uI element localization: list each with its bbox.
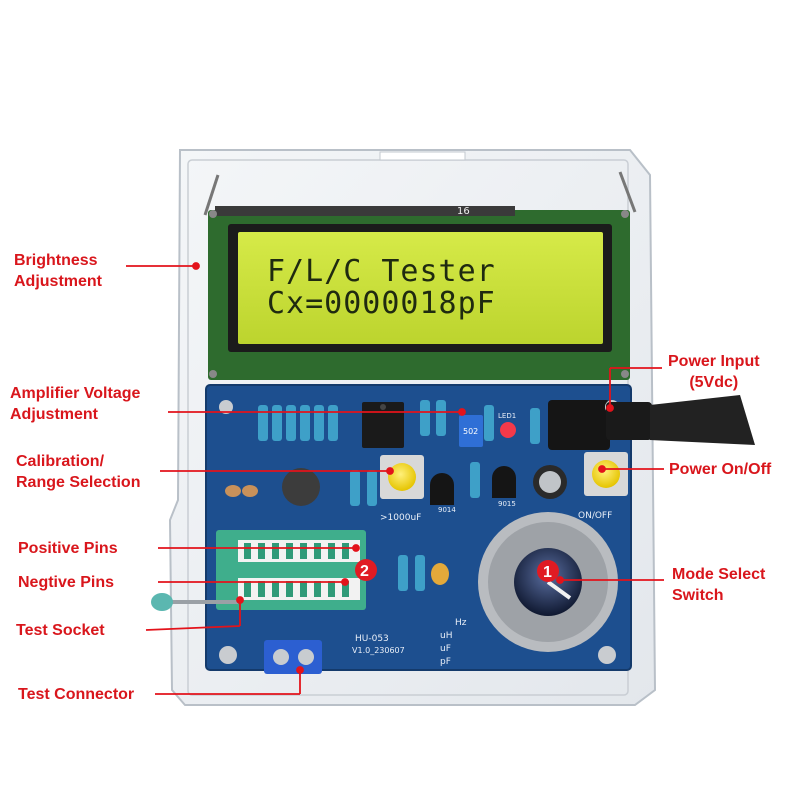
- callout-power-input: Power Input (5Vdc): [668, 351, 760, 393]
- callout-mode-line-2: Switch: [672, 587, 724, 604]
- transistor-q2-label: 9015: [498, 500, 516, 508]
- callout-calibration-line-1: Calibration/: [16, 453, 105, 470]
- marker-2: 2: [355, 559, 377, 581]
- pcb-board: 502 LED1 9014 9015 >1000uF ON/: [151, 384, 632, 674]
- callout-power-on-off: Power On/Off: [669, 461, 772, 478]
- callout-mode-line-1: Mode Select: [672, 566, 766, 583]
- power-cable: [606, 395, 755, 445]
- unit-uf: uF: [440, 644, 451, 654]
- callout-test-connector: Test Connector: [18, 686, 135, 703]
- callout-test-socket: Test Socket: [16, 622, 105, 639]
- callout-brightness-line-1: Brightness: [14, 252, 98, 269]
- callout-amplifier-line-2: Adjustment: [10, 406, 98, 423]
- callout-positive-pins: Positive Pins: [18, 540, 118, 557]
- callout-power-input-line-2: (5Vdc): [689, 374, 739, 391]
- unit-uh: uH: [440, 631, 452, 641]
- trimmer-label: 502: [463, 427, 478, 436]
- leader-lines: [126, 262, 664, 695]
- unit-pf: pF: [440, 657, 451, 667]
- board-id: HU-053: [355, 634, 389, 644]
- range-label: >1000uF: [380, 513, 421, 523]
- svg-text:1: 1: [543, 564, 552, 581]
- lcd-line-1: F/L/C Tester: [267, 254, 496, 289]
- marker-1: 1: [537, 560, 559, 582]
- callout-negative-pins: Negtive Pins: [18, 574, 115, 591]
- lcd-line-2: Cx=0000018pF: [267, 286, 496, 321]
- calibration-button: [388, 463, 416, 491]
- callout-brightness-line-2: Adjustment: [14, 273, 102, 290]
- led-label: LED1: [498, 412, 516, 420]
- callout-calibration-line-2: Range Selection: [16, 474, 141, 491]
- test-terminal-block: [264, 640, 322, 674]
- transistor-q1-label: 9014: [438, 506, 456, 514]
- board-version: V1.0_230607: [352, 646, 405, 655]
- callout-calibration-range: Calibration/ Range Selection: [16, 451, 140, 493]
- callout-mode-select-switch: Mode Select Switch: [672, 564, 765, 606]
- lcd-pin-label: 16: [457, 206, 470, 217]
- power-button: [592, 460, 620, 488]
- callout-brightness-adjustment: Brightness Adjustment: [14, 250, 102, 292]
- callout-amplifier-voltage: Amplifier Voltage Adjustment: [10, 383, 140, 425]
- callout-amplifier-line-1: Amplifier Voltage: [10, 385, 141, 402]
- onoff-label: ON/OFF: [578, 511, 612, 521]
- lcd-module: F/L/C Tester Cx=0000018pF 16: [208, 206, 630, 380]
- callout-power-input-line-1: Power Input: [668, 353, 760, 370]
- svg-text:2: 2: [360, 563, 369, 580]
- unit-hz: Hz: [455, 618, 467, 628]
